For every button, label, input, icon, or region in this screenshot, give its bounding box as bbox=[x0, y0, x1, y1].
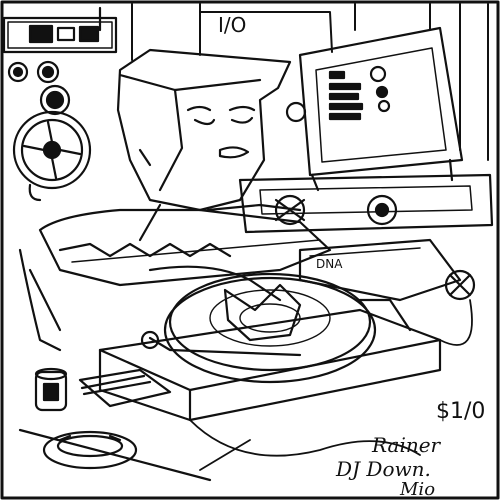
dj-head bbox=[116, 48, 292, 242]
wall-fan-icon bbox=[12, 110, 92, 202]
record-sleeves bbox=[78, 368, 172, 408]
room-lines bbox=[131, 3, 489, 161]
signature-line-2: DJ Down. bbox=[335, 457, 431, 481]
signature-line-1: Rainer bbox=[371, 433, 442, 457]
ashtray bbox=[42, 430, 138, 470]
computer-monitor bbox=[285, 26, 464, 192]
screen-label: I/O bbox=[218, 13, 246, 37]
wall-knobs bbox=[7, 60, 71, 116]
screen-icon bbox=[328, 70, 346, 80]
dj-body bbox=[18, 203, 332, 352]
cables bbox=[189, 299, 473, 471]
wall-sign bbox=[2, 6, 118, 54]
corner-mark: $1/0 bbox=[436, 399, 485, 424]
record-crate: DNA bbox=[298, 238, 476, 302]
drink-can bbox=[34, 367, 68, 412]
mixer-console bbox=[238, 173, 494, 234]
desk-edge bbox=[18, 428, 212, 482]
crate-label: DNA bbox=[316, 257, 343, 271]
signature-line-3: Mio bbox=[399, 479, 435, 500]
